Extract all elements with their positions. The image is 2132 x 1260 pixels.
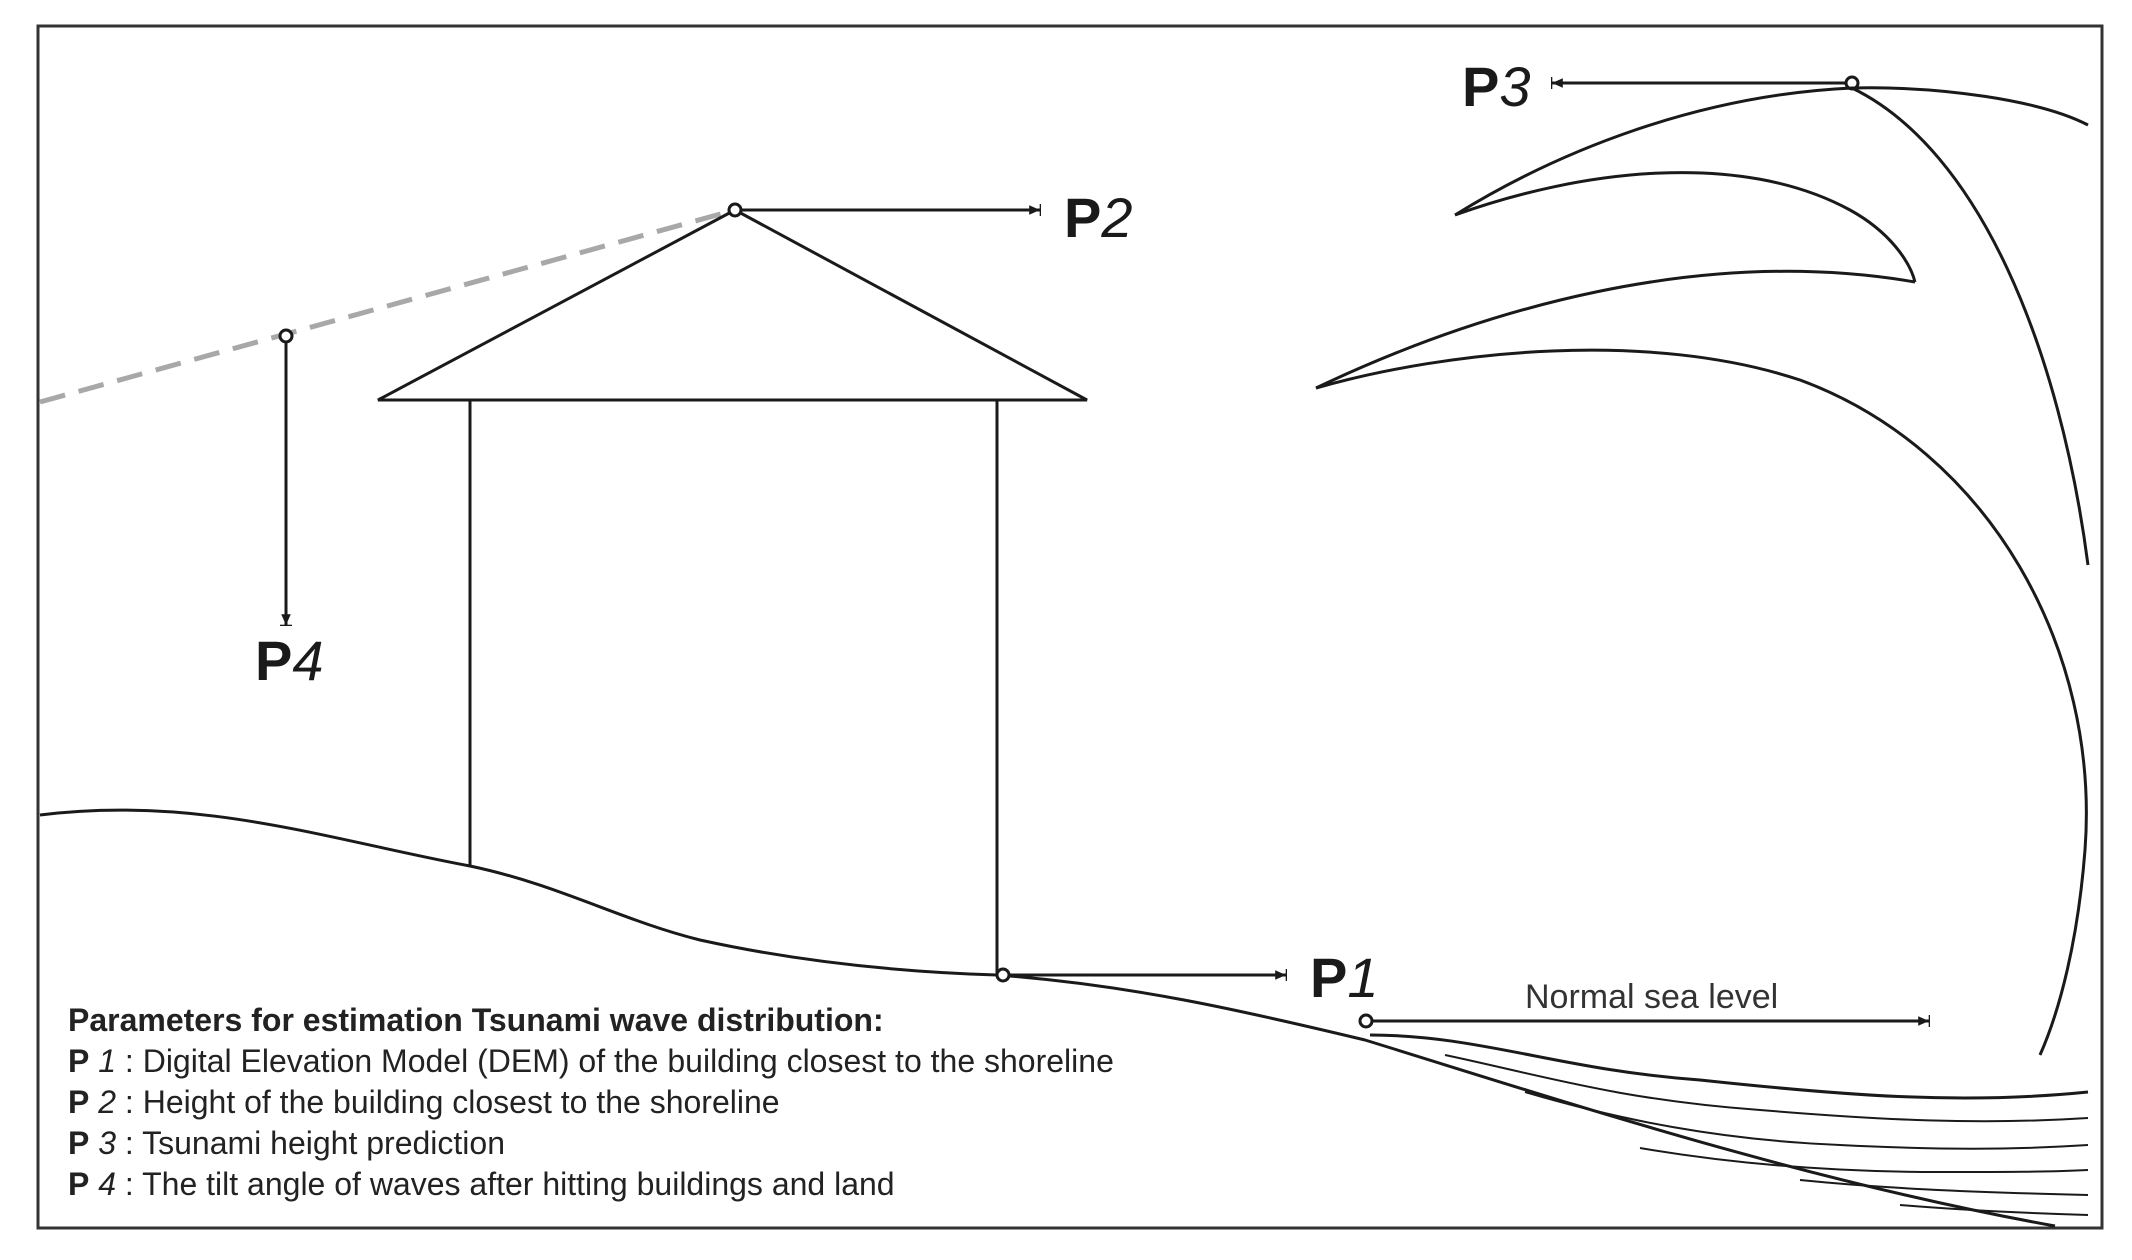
legend-number: 1	[98, 1043, 117, 1079]
legend-key: P	[68, 1043, 90, 1079]
legend-number: 3	[98, 1125, 117, 1161]
legend-key: P	[68, 1084, 90, 1120]
p2-label: P2	[1064, 186, 1133, 249]
legend-text: : Height of the building closest to the …	[124, 1084, 780, 1120]
legend-text: : Digital Elevation Model (DEM) of the b…	[124, 1043, 1114, 1079]
parameters-legend: Parameters for estimation Tsunami wave d…	[68, 1000, 1114, 1205]
p4-label: P4	[255, 629, 324, 692]
p1-label: P1	[1310, 946, 1379, 1009]
legend-key: P	[68, 1125, 90, 1161]
legend-key: P	[68, 1166, 90, 1202]
legend-text: : Tsunami height prediction	[124, 1125, 505, 1161]
sea-wave-line	[1899, 1204, 2089, 1216]
wave-crest-middle	[1315, 269, 1916, 390]
house-roof	[377, 208, 1088, 402]
sea-wave-line	[1444, 1054, 2089, 1123]
tilt-dashed-line	[39, 207, 736, 405]
legend-item-p2: P 2 : Height of the building closest to …	[68, 1082, 1114, 1123]
sea-wave-line	[1639, 1147, 2089, 1174]
legend-item-p3: P 3 : Tsunami height prediction	[68, 1123, 1114, 1164]
wave-crest-top	[1454, 86, 2089, 217]
legend-item-p1: P 1 : Digital Elevation Model (DEM) of t…	[68, 1041, 1114, 1082]
legend-number: 4	[98, 1166, 117, 1202]
p4-point	[278, 328, 294, 344]
wave-crest-lower	[1315, 348, 2088, 1056]
legend-title: Parameters for estimation Tsunami wave d…	[68, 1002, 884, 1038]
legend-number: 2	[98, 1084, 117, 1120]
diagram-frame	[36, 24, 2104, 1230]
legend-item-p4: P 4 : The tilt angle of waves after hitt…	[68, 1164, 1114, 1205]
sea-level-label: Normal sea level	[1525, 978, 1778, 1016]
sea-level-point	[1358, 1013, 1374, 1029]
p2-point	[727, 202, 743, 218]
wave-curl-outer	[1851, 86, 2090, 566]
p3-label: P3	[1462, 55, 1531, 118]
wave-crest-top-inner	[1454, 171, 1917, 283]
legend-text: : The tilt angle of waves after hitting …	[124, 1166, 895, 1202]
p1-point	[995, 967, 1011, 983]
sea-wave-line	[1369, 1033, 2089, 1100]
sea-wave-line	[1799, 1179, 2089, 1196]
sea-wave-line	[1524, 1091, 2089, 1150]
